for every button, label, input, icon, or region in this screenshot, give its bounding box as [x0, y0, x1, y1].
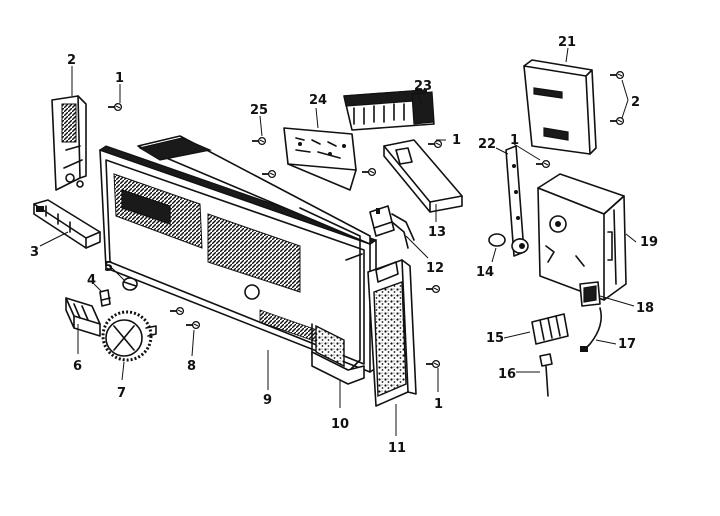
part-12-wire-connector	[369, 205, 415, 249]
part-10-frame-channel	[137, 135, 371, 385]
part-11-grille-cover	[367, 259, 417, 407]
part-7-large-knob	[101, 310, 157, 362]
part-24-screw-left	[261, 169, 277, 179]
callout-7: 7	[117, 386, 126, 401]
part-23-control-strip	[343, 89, 435, 131]
callout-2-right: 2	[631, 95, 640, 110]
callout-17: 17	[618, 337, 636, 352]
part-17-wire	[580, 307, 603, 352]
part-1-screw-grille-bottom	[425, 359, 441, 369]
part-2-screw-upper	[609, 70, 625, 80]
part-8-screw-lower	[185, 320, 201, 330]
part-24-screw-right	[361, 167, 377, 177]
callout-15: 15	[486, 331, 504, 346]
callout-24: 24	[309, 93, 327, 108]
callout-2-left: 2	[67, 53, 76, 68]
part-1-screw-grille-top	[425, 284, 441, 294]
callout-9: 9	[263, 393, 272, 408]
callout-5: 5	[104, 260, 113, 275]
part-25-screw	[251, 136, 267, 146]
callout-1-motor: 1	[510, 133, 519, 148]
callout-labels: 2 1 3 4 5 6 7 8 9 10 11 1 12 13 1 23 24 …	[30, 35, 658, 456]
callout-1-upper-left: 1	[115, 71, 124, 86]
callout-14: 14	[476, 265, 494, 280]
part-15-terminal-block	[531, 313, 569, 345]
callout-13: 13	[428, 225, 446, 240]
callout-22: 22	[478, 137, 496, 152]
part-4-clip	[99, 289, 111, 307]
callout-12: 12	[426, 261, 444, 276]
part-14-bushings	[488, 233, 529, 254]
part-16-probe	[539, 353, 553, 397]
part-8-screw-upper	[169, 306, 185, 316]
callout-25: 25	[250, 103, 268, 118]
part-13-bracket-plate	[383, 139, 463, 213]
part-9-front-panel	[98, 145, 378, 373]
callout-11: 11	[388, 441, 406, 456]
callout-4: 4	[87, 273, 96, 288]
callout-6: 6	[73, 359, 82, 374]
callout-3: 3	[30, 245, 39, 260]
callout-18: 18	[636, 301, 654, 316]
part-2-left-bracket	[51, 95, 87, 191]
part-3-button-strip	[33, 199, 101, 249]
part-24-circuit-board	[283, 127, 357, 191]
part-6-switch-block	[65, 297, 101, 337]
part-1-screw-upper-left	[107, 102, 123, 112]
part-1-screw-motor	[535, 159, 551, 169]
leader-lines	[39, 47, 637, 436]
callout-23: 23	[414, 79, 432, 94]
callout-10: 10	[331, 417, 349, 432]
callout-8: 8	[187, 359, 196, 374]
callout-1-bracket: 1	[452, 133, 461, 148]
part-21-top-cover	[523, 59, 597, 155]
callout-1-grille-bottom: 1	[434, 397, 443, 412]
part-2-screw-lower	[609, 116, 625, 126]
part-1-screw-bracket	[427, 139, 443, 149]
callout-21: 21	[558, 35, 576, 50]
part-19-motor-housing	[537, 173, 627, 301]
callout-19: 19	[640, 235, 658, 250]
callout-16: 16	[498, 367, 516, 382]
part-18-switch	[579, 281, 601, 307]
